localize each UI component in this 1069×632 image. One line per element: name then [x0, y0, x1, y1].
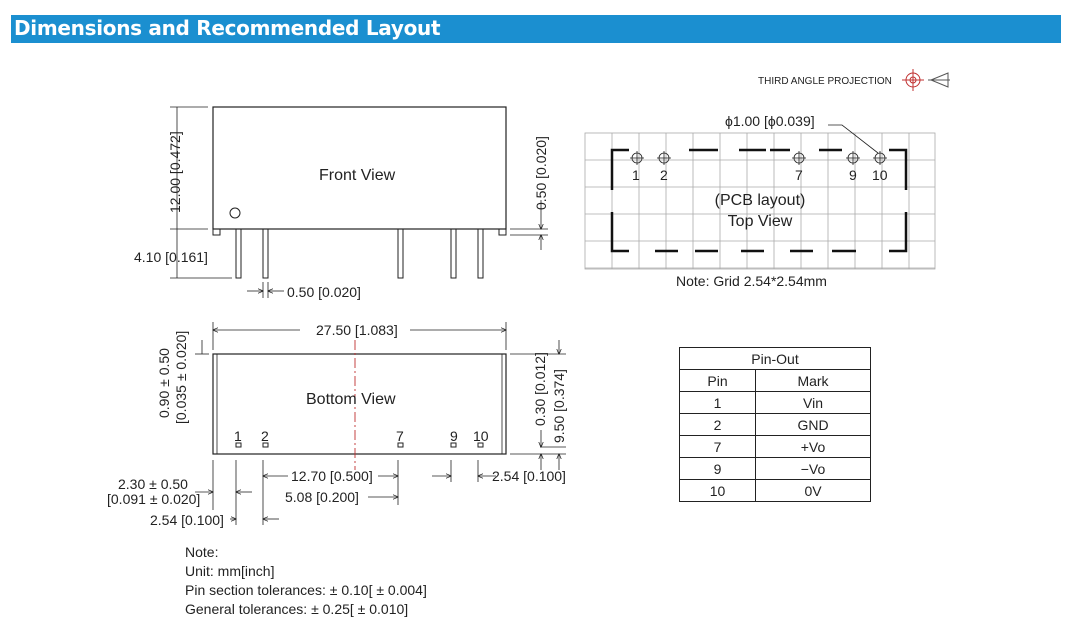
notes-pin-tolerance: Pin section tolerances: ± 0.10[ ± 0.004]: [185, 582, 427, 598]
section-header: Dimensions and Recommended Layout: [11, 15, 1061, 43]
front-pin-width-dim: 0.50 [0.020]: [287, 284, 361, 300]
bottom-left-dim-line2: [0.035 ± 0.020]: [173, 331, 189, 424]
pin-out-title: Pin-Out: [679, 347, 871, 370]
pcb-pin-2: 2: [660, 167, 668, 183]
front-pin-length-dim: 4.10 [0.161]: [134, 249, 208, 265]
bottom-length-dim: 27.50 [1.083]: [316, 322, 398, 338]
pcb-hole-icons: [630, 124, 887, 165]
pcb-pin-7: 7: [795, 167, 803, 183]
projection-label: THIRD ANGLE PROJECTION: [758, 76, 892, 87]
pin-cell: 10: [679, 479, 756, 502]
bottom-view-title: Bottom View: [306, 391, 396, 408]
section-title: Dimensions and Recommended Layout: [14, 16, 441, 40]
notes-block: Note: Unit: mm[inch] Pin section toleran…: [185, 543, 427, 619]
pcb-grid-lines: [585, 133, 935, 269]
bottom-right-dim-small: 0.30 [0.012]: [532, 352, 548, 426]
pcb-hole-dim: ϕ1.00 [ϕ0.039]: [725, 113, 815, 129]
pin-cell: 9: [679, 457, 756, 480]
bottom-view: [195, 322, 566, 525]
front-standoff-dim: 0.50 [0.020]: [533, 136, 549, 210]
mark-cell: −Vo: [755, 457, 871, 480]
notes-unit: Unit: mm[inch]: [185, 563, 275, 579]
bottom-pin-10: 10: [473, 428, 489, 444]
pcb-pin-9: 9: [849, 167, 857, 183]
front-view: [170, 106, 548, 298]
mark-cell: 0V: [755, 479, 871, 502]
pcb-grid: [584, 132, 936, 270]
pcb-title-line2: Top View: [728, 213, 793, 230]
pcb-pin-10: 10: [872, 167, 888, 183]
bottom-left-dim-line1: 0.90 ± 0.50: [156, 348, 172, 418]
bottom-right-dim-large: 9.50 [0.374]: [551, 369, 567, 443]
pin-out-header-pin: Pin: [679, 369, 756, 392]
bottom-offset-dim-line2: [0.091 ± 0.020]: [107, 491, 200, 507]
table-row: 7+Vo: [679, 435, 871, 458]
bottom-pin-7: 7: [396, 428, 404, 444]
bottom-span-dim: 12.70 [0.500]: [291, 468, 373, 484]
notes-heading: Note:: [185, 544, 219, 560]
pcb-grid-note: Note: Grid 2.54*2.54mm: [676, 273, 827, 289]
bottom-pin-1: 1: [234, 428, 242, 444]
bottom-right-pitch-dim: 2.54 [0.100]: [492, 468, 566, 484]
bottom-pin-2: 2: [261, 428, 269, 444]
projection-symbol-icon: [902, 69, 950, 91]
pcb-title-line1: (PCB layout): [715, 192, 806, 209]
pin-out-header-mark: Mark: [755, 369, 871, 392]
front-height-dim: 12.00 [0.472]: [167, 131, 183, 213]
mark-cell: GND: [755, 413, 871, 436]
mark-cell: +Vo: [755, 435, 871, 458]
bottom-pitch-dim: 2.54 [0.100]: [150, 512, 224, 528]
pcb-pin-1: 1: [632, 167, 640, 183]
notes-general-tolerance: General tolerances: ± 0.25[ ± 0.010]: [185, 601, 409, 617]
bottom-mid-dim: 5.08 [0.200]: [285, 489, 359, 505]
bottom-pin-9: 9: [450, 428, 458, 444]
pin-cell: 1: [679, 391, 756, 414]
bottom-offset-dim-line1: 2.30 ± 0.50: [118, 476, 188, 492]
table-row: 9−Vo: [679, 457, 871, 480]
pin-cell: 2: [679, 413, 756, 436]
pcb-outline: [610, 148, 908, 253]
mark-cell: Vin: [755, 391, 871, 414]
pin-cell: 7: [679, 435, 756, 458]
front-view-title: Front View: [319, 167, 396, 184]
